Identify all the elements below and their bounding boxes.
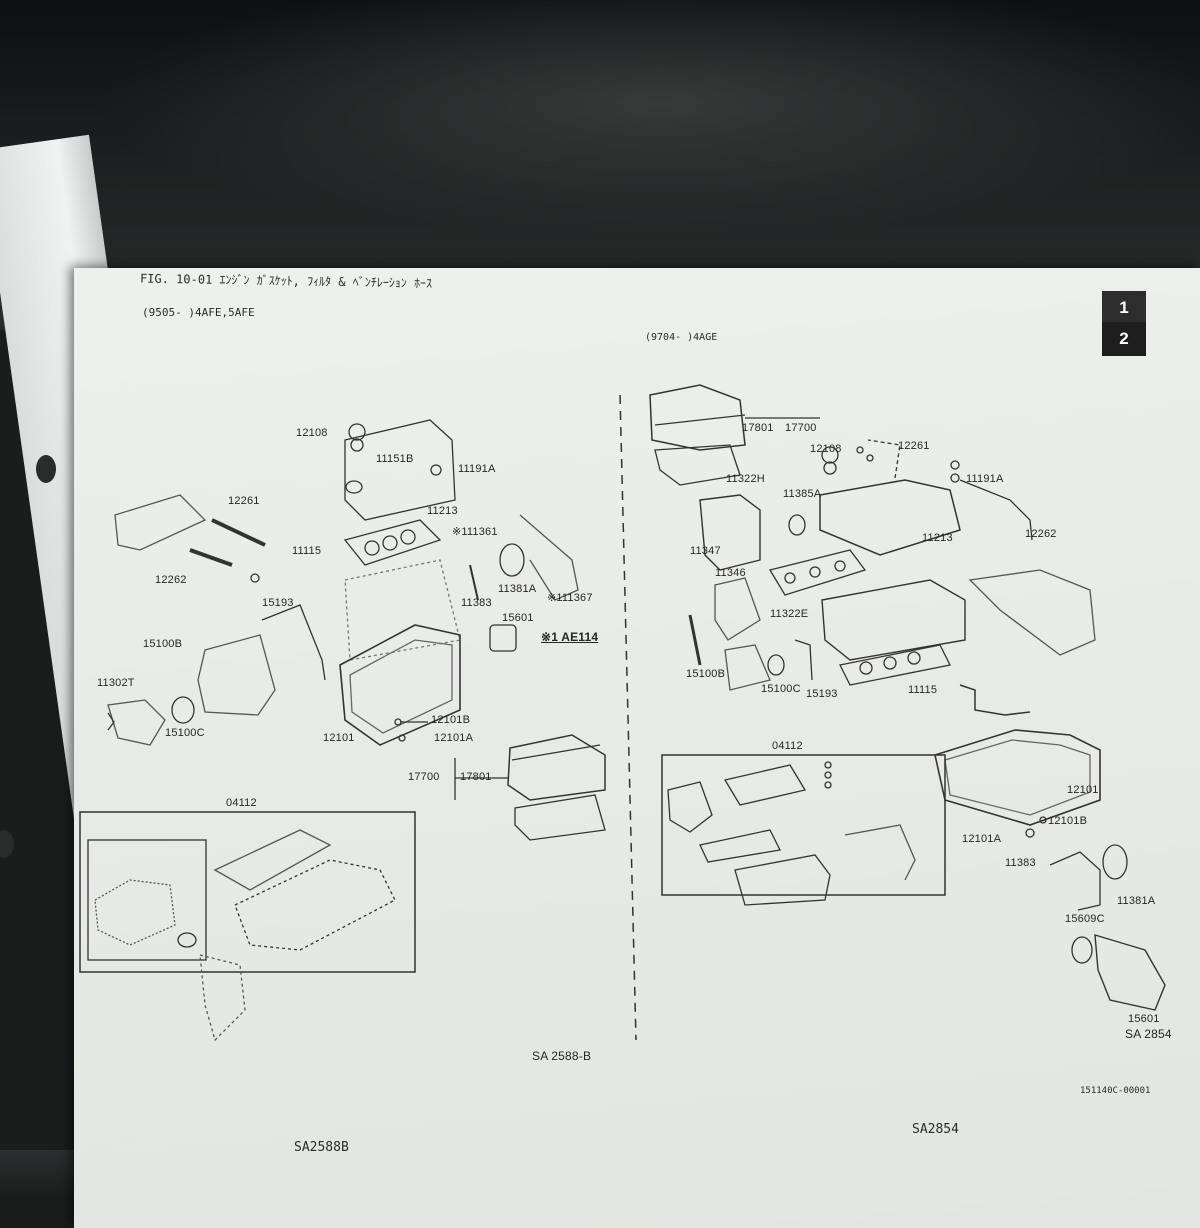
panel-divider: [619, 394, 637, 1041]
part-label: 12101A: [962, 833, 1002, 845]
kit-number: 04112: [772, 740, 803, 752]
part-label: 11302T: [97, 677, 135, 689]
part-label: 11385A: [783, 488, 822, 500]
diagram-code: SA 2588-B: [532, 1049, 592, 1063]
part-label: ※111367: [547, 592, 593, 604]
background-shade: [0, 0, 1200, 260]
part-label: 15100B: [686, 668, 726, 680]
part-label: 11213: [427, 505, 458, 517]
part-label: 11383: [461, 597, 492, 609]
right-applicability: (9704- )4AGE: [645, 332, 718, 343]
diagram-code: SA 2854: [1125, 1027, 1172, 1041]
part-label: 11191A: [966, 473, 1004, 485]
part-label: 11381A: [498, 583, 537, 595]
model-note: ※1 AE114: [541, 630, 599, 644]
part-label: 12261: [228, 495, 260, 507]
part-label: ※111361: [452, 526, 498, 538]
part-label: 15609C: [1065, 913, 1105, 925]
part-label: 11115: [908, 684, 938, 696]
part-label: 12262: [155, 574, 187, 586]
section-tab-1: 1: [1102, 291, 1146, 325]
page-code-left: SA2588B: [294, 1140, 349, 1155]
oil-filter: [489, 624, 517, 652]
air-cleaner: [507, 734, 606, 801]
gasket-kit-box-left: [79, 811, 416, 973]
part-label: 12101: [1067, 784, 1099, 796]
left-applicability: (9505- )4AFE,5AFE: [142, 306, 255, 319]
document-number: 151140C-00001: [1080, 1086, 1151, 1096]
part-label: 11151B: [376, 453, 414, 465]
part-label: 15100C: [761, 683, 801, 695]
kit-number: 04112: [226, 797, 257, 809]
parts-catalog-page: [74, 268, 1200, 1228]
part-label: 12262: [1025, 528, 1057, 540]
part-label: 12108: [296, 427, 328, 439]
seal-15100C: [171, 696, 195, 724]
part-label: 15601: [1128, 1013, 1160, 1025]
head-gasket: [343, 519, 442, 566]
part-label: 12101B: [1048, 815, 1088, 827]
part-label: 17700: [785, 422, 817, 434]
exploded-diagram: [79, 384, 1166, 1042]
part-label: 11346: [715, 567, 746, 579]
part-label: 15193: [806, 688, 838, 700]
part-label: 12101: [323, 732, 355, 744]
part-label: 11322H: [726, 473, 765, 485]
section-tab-2: 2: [1102, 322, 1146, 356]
part-label: 11213: [922, 532, 953, 544]
part-label: 15100B: [143, 638, 183, 650]
part-label: 17801: [460, 771, 492, 783]
binder-hole: [0, 830, 14, 858]
page-code-right: SA2854: [912, 1122, 959, 1137]
gasket-kit-box-right: [661, 754, 946, 896]
part-label: 12101A: [434, 732, 474, 744]
part-label: 11383: [1005, 857, 1036, 869]
part-label: 12101B: [431, 714, 471, 726]
part-label: 11347: [690, 545, 721, 557]
part-label: 12261: [898, 440, 930, 452]
part-label: 17700: [408, 771, 440, 783]
part-label: 12108: [810, 443, 842, 455]
part-label: 15601: [502, 612, 534, 624]
part-label: 11322E: [770, 608, 809, 620]
oil-cap: [348, 423, 366, 441]
part-label: 15100C: [165, 727, 205, 739]
part-label: 11191A: [458, 463, 496, 475]
part-label: 15193: [262, 597, 294, 609]
part-label: 11381A: [1117, 895, 1156, 907]
part-label: 11115: [292, 545, 322, 557]
part-label: 17801: [742, 422, 774, 434]
binder-hole: [36, 455, 56, 483]
valve-cover-gasket: [344, 419, 456, 521]
oil-pan: [339, 624, 461, 746]
